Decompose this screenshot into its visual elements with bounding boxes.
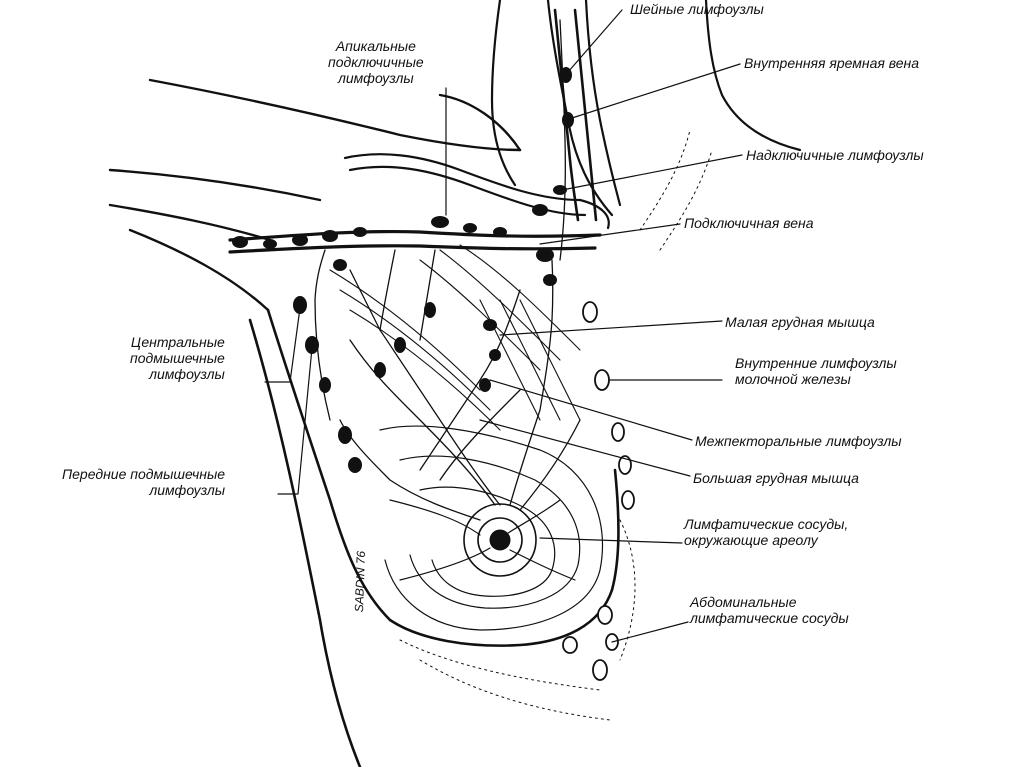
label-internal-jugular-vein: Внутренняя яремная вена xyxy=(744,55,919,71)
label-pectoralis-major: Большая грудная мышца xyxy=(693,470,859,486)
subclavian-vein xyxy=(228,229,602,254)
artist-signature: SABDIN 76 xyxy=(352,550,369,613)
internal-mammary-nodes xyxy=(562,301,635,681)
areola xyxy=(463,503,537,577)
label-central-axillary-nodes: Центральные подмышечные лимфоузлы xyxy=(130,334,225,382)
label-anterior-axillary-nodes: Передние подмышечные лимфоузлы xyxy=(62,466,226,498)
clavicle xyxy=(343,153,610,230)
pectoralis-fibres xyxy=(329,244,581,431)
label-apical-nodes: Апикальные подключичные лимфоузлы xyxy=(328,38,424,86)
internal-jugular-vein xyxy=(553,8,598,222)
label-areolar-vessels: Лимфатические сосуды, окружающие ареолу xyxy=(684,516,849,548)
label-abdominal-vessels: Абдоминальные лимфатические сосуды xyxy=(690,594,849,626)
breast-contours xyxy=(379,425,604,631)
lymphatic-vessels xyxy=(314,19,581,521)
chest-outline xyxy=(248,308,620,767)
label-interpectoral-nodes: Межпекторальные лимфоузлы xyxy=(695,433,902,449)
dotted-contours xyxy=(399,129,713,721)
neck-outline xyxy=(490,0,802,217)
label-internal-mammary-nodes: Внутренние лимфоузлы молочной железы xyxy=(735,355,897,387)
label-subclavian-vein: Подключичная вена xyxy=(684,215,814,231)
leader-lines xyxy=(264,9,743,643)
label-cervical-nodes: Шейные лимфоузлы xyxy=(630,1,764,17)
lymph-nodes xyxy=(232,67,574,473)
label-pectoralis-minor: Малая грудная мышца xyxy=(725,314,875,330)
label-supraclavicular-nodes: Надключичные лимфоузлы xyxy=(746,147,924,163)
shoulder-arm-outline xyxy=(108,78,522,312)
